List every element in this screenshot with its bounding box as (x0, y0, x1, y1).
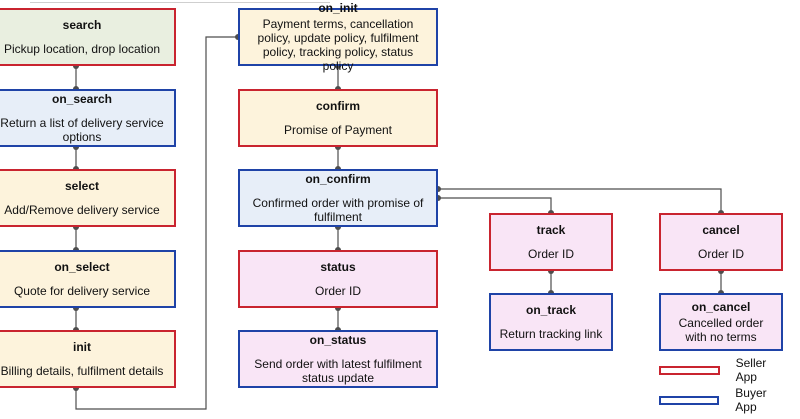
node-title: confirm (315, 99, 360, 113)
node-title: on_select (54, 260, 110, 274)
node-desc: Order ID (314, 284, 361, 298)
node-confirm: confirm Promise of Payment (238, 89, 438, 147)
node-on-status: on_status Send order with latest fulfilm… (238, 330, 438, 388)
node-on-init: on_init Payment terms, cancellation poli… (238, 1, 438, 73)
node-init: init Billing details, fulfilment details (0, 330, 176, 388)
node-desc: Order ID (527, 247, 574, 261)
link-init-on-init (75, 36, 238, 410)
node-title: on_cancel (691, 300, 751, 314)
node-desc: Quote for delivery service (13, 284, 151, 298)
node-title: on_status (309, 333, 367, 347)
node-on-track: on_track Return tracking link (489, 293, 613, 351)
node-title: search (62, 18, 102, 32)
node-title: cancel (702, 223, 740, 237)
node-title: on_search (51, 92, 113, 106)
node-select: select Add/Remove delivery service (0, 169, 176, 227)
node-search: search Pickup location, drop location (0, 8, 176, 66)
legend-label-seller: Seller App (735, 356, 767, 384)
node-title: select (64, 179, 100, 193)
node-cancel: cancel Order ID (659, 213, 783, 271)
legend-seller: Seller App (659, 356, 789, 384)
node-on-cancel: on_cancel Cancelled order with no terms (659, 293, 783, 351)
link-on-confirm-track (438, 197, 552, 213)
node-desc: Payment terms, cancellation policy, upda… (257, 17, 419, 73)
link-on-confirm-cancel (438, 188, 722, 213)
node-title: on_init (318, 1, 358, 15)
node-on-search: on_search Return a list of delivery serv… (0, 89, 176, 147)
node-desc: Return a list of delivery service option… (0, 116, 164, 144)
node-desc: Add/Remove delivery service (4, 203, 160, 217)
node-desc: Send order with latest fulfilment status… (254, 357, 422, 385)
node-title: on_track (525, 303, 577, 317)
node-status: status Order ID (238, 250, 438, 308)
node-title: status (320, 260, 356, 274)
node-title: on_confirm (305, 172, 371, 186)
legend-buyer: Buyer App (659, 386, 789, 414)
node-desc: Cancelled order with no terms (678, 316, 764, 344)
node-title: track (536, 223, 566, 237)
legend-label-buyer: Buyer App (735, 386, 767, 414)
node-title: init (73, 340, 91, 354)
node-desc: Confirmed order with promise of fulfilme… (252, 196, 424, 224)
legend-swatch-seller (659, 365, 720, 375)
top-rule (30, 2, 330, 3)
node-desc: Order ID (697, 247, 744, 261)
legend-swatch-buyer (659, 395, 720, 405)
node-track: track Order ID (489, 213, 613, 271)
node-desc: Pickup location, drop location (3, 42, 161, 56)
node-desc: Billing details, fulfilment details (0, 364, 164, 378)
node-desc: Return tracking link (499, 327, 603, 341)
node-on-confirm: on_confirm Confirmed order with promise … (238, 169, 438, 227)
node-on-select: on_select Quote for delivery service (0, 250, 176, 308)
node-desc: Promise of Payment (283, 123, 393, 137)
